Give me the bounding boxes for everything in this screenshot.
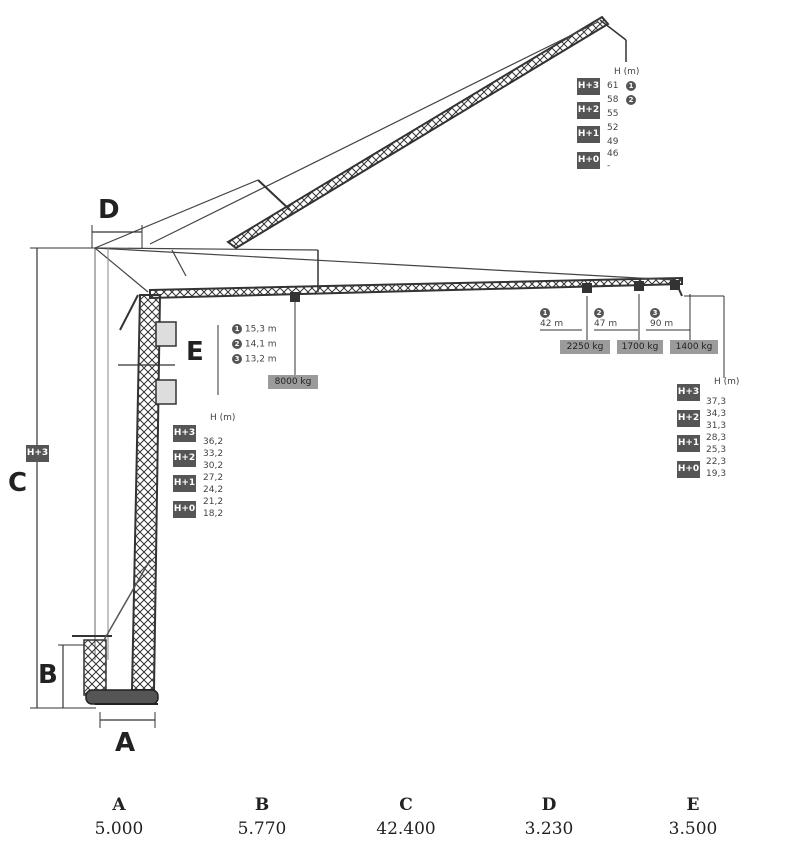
height-value: 27,2 <box>203 473 224 483</box>
height-badge: H+1 <box>173 475 196 492</box>
mast-height-badge: H+3 <box>26 445 49 462</box>
height-badge: H+0 <box>677 461 700 478</box>
dimension-name: E <box>686 795 700 815</box>
dimension-value: 3.230 <box>524 819 574 839</box>
dimension-column-c: C 42.400 <box>346 795 466 839</box>
height-value: 21,2 <box>203 497 224 507</box>
marker-2-icon: 2 <box>594 308 604 318</box>
marker-2-icon: 2 <box>232 339 242 349</box>
height-value: 37,3 <box>706 397 727 407</box>
radius-value: 13,2 m <box>244 354 277 365</box>
height-value: 46 <box>607 149 619 159</box>
marker-3-icon: 3 <box>232 354 242 364</box>
dimension-name: D <box>541 795 557 815</box>
dimension-value: 5.000 <box>94 819 144 839</box>
marker-2-icon: 2 <box>626 94 636 105</box>
radius-value: 14,1 m <box>244 339 277 350</box>
radius-row: 3 13,2 m <box>232 354 277 365</box>
dimension-label-c: C <box>8 468 28 498</box>
height-value: 49 <box>607 137 619 147</box>
height-value: 19,3 <box>706 469 727 479</box>
crane-base <box>72 559 159 705</box>
height-caption: H (m) <box>714 377 740 387</box>
tip-load-box: 2250 kg <box>560 340 610 354</box>
height-marker: 1 <box>626 80 636 92</box>
dimension-name: B <box>254 795 270 815</box>
radius-row: 1 15,3 m <box>232 324 277 335</box>
max-load-box: 8000 kg <box>268 375 318 389</box>
height-value: 22,3 <box>706 457 727 467</box>
height-badge: H+2 <box>677 410 700 427</box>
dimension-label-a: A <box>115 728 136 758</box>
tower-mast <box>94 247 177 691</box>
jib-length-value: 90 m <box>650 318 674 329</box>
dimension-value: 42.400 <box>376 819 436 839</box>
height-badge: H+3 <box>173 425 196 442</box>
dimension-column-d: D 3.230 <box>489 795 609 839</box>
crane-diagram <box>30 15 725 728</box>
marker-1-icon: 1 <box>626 80 636 91</box>
dimension-label-b: B <box>38 660 58 690</box>
height-badge: H+1 <box>577 126 600 143</box>
height-value: 33,2 <box>203 449 224 459</box>
dimension-column-a: A 5.000 <box>59 795 179 839</box>
height-value: 34,3 <box>706 409 727 419</box>
height-badge: H+2 <box>173 450 196 467</box>
height-marker: 2 <box>626 94 636 106</box>
dimension-column-e: E 3.500 <box>633 795 753 839</box>
height-value: 18,2 <box>203 509 224 519</box>
height-value: 25,3 <box>706 445 727 455</box>
height-value: 36,2 <box>203 437 224 447</box>
raised-jib <box>94 15 627 250</box>
height-caption: H (m) <box>210 413 236 423</box>
height-badge: H+3 <box>577 78 600 95</box>
height-value: 28,3 <box>706 433 727 443</box>
dimension-name: C <box>399 795 413 815</box>
height-badge: H+3 <box>677 384 700 401</box>
height-caption: H (m) <box>614 67 640 77</box>
height-value: 58 <box>607 95 619 105</box>
dimension-name: A <box>112 795 126 815</box>
horizontal-jib <box>94 247 683 302</box>
height-badge: H+0 <box>173 501 196 518</box>
dimension-value: 3.500 <box>668 819 718 839</box>
height-badge: H+0 <box>577 152 600 169</box>
tip-load-box: 1400 kg <box>670 340 718 354</box>
radius-value: 15,3 m <box>244 324 277 335</box>
height-value: 31,3 <box>706 421 727 431</box>
jib-length-value: 47 m <box>594 318 618 329</box>
tip-load-box: 1700 kg <box>617 340 663 354</box>
marker-3-icon: 3 <box>650 308 660 318</box>
marker-1-icon: 1 <box>232 324 242 334</box>
dimension-lines <box>30 225 725 728</box>
height-value: 52 <box>607 123 619 133</box>
height-badge: H+1 <box>677 435 700 452</box>
height-value: 24,2 <box>203 485 224 495</box>
height-value: 55 <box>607 109 619 119</box>
height-value: - <box>607 161 611 171</box>
jib-length-value: 42 m <box>540 318 564 329</box>
dimension-label-e: E <box>186 337 204 367</box>
dimension-column-b: B 5.770 <box>202 795 322 839</box>
dimension-label-d: D <box>98 195 120 225</box>
height-badge: H+2 <box>577 102 600 119</box>
height-value: 30,2 <box>203 461 224 471</box>
height-value: 61 <box>607 81 619 91</box>
dimension-value: 5.770 <box>237 819 287 839</box>
marker-1-icon: 1 <box>540 308 550 318</box>
radius-row: 2 14,1 m <box>232 339 277 350</box>
